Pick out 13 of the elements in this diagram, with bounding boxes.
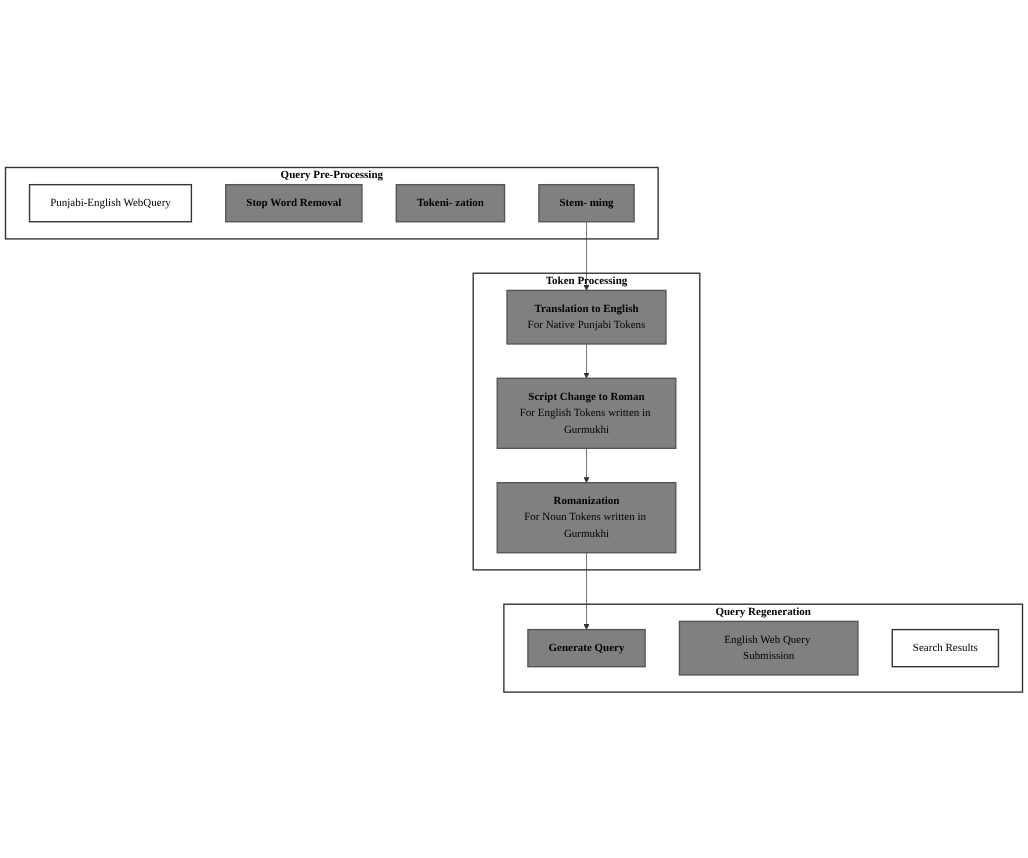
node-box	[496, 376, 677, 449]
node-box	[506, 288, 667, 344]
node-box	[538, 183, 635, 222]
cluster	[503, 602, 1024, 692]
node-box	[891, 628, 1000, 667]
cluster	[4, 166, 659, 239]
node-box	[496, 481, 677, 553]
node-box	[678, 619, 859, 675]
node-box	[527, 628, 646, 667]
node-box	[395, 183, 506, 222]
node-box	[225, 183, 363, 222]
cluster	[472, 271, 701, 570]
node-box	[28, 183, 193, 222]
